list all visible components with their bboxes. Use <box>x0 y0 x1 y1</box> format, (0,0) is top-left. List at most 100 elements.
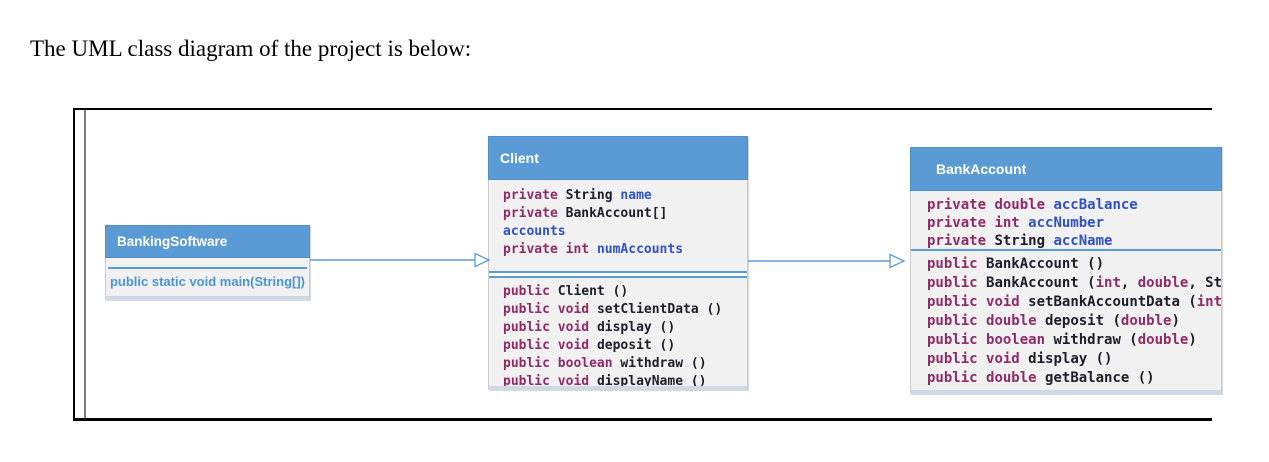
class-name: BankAccount <box>936 161 1027 177</box>
member-token: withdraw () <box>620 356 707 371</box>
member-token: public <box>503 284 558 299</box>
member-token: public <box>503 374 558 389</box>
member-line: public boolean withdraw (double) <box>927 331 1221 350</box>
member-token: void <box>557 320 597 335</box>
methods-compartment: public Client ()public void setClientDat… <box>489 278 747 386</box>
member-line: private int accNumber <box>927 214 1221 232</box>
member-token: double <box>986 370 1046 386</box>
page-title: The UML class diagram of the project is … <box>30 36 472 61</box>
member-token: name <box>620 188 652 203</box>
member-token: private <box>503 242 566 257</box>
member-line: public void setClientData () <box>503 301 747 319</box>
compartment-separator <box>911 249 1221 251</box>
member-token: deposit () <box>596 338 676 353</box>
member-token: getBalance () <box>1045 370 1155 386</box>
member-token: public <box>503 356 558 371</box>
member-token: public <box>503 338 558 353</box>
member-token: void <box>557 374 597 389</box>
member-line: public void display () <box>927 350 1221 369</box>
member-token: void <box>986 294 1029 310</box>
member-line: public double deposit (double) <box>927 312 1221 331</box>
methods-compartment: public BankAccount ()public BankAccount … <box>911 251 1221 390</box>
member-token: ) <box>1171 313 1180 329</box>
member-token: int <box>565 242 597 257</box>
compartment-separator <box>108 267 307 269</box>
open-triangle-arrowhead-icon <box>889 253 906 269</box>
member-line: private BankAccount[] <box>503 205 747 223</box>
member-token: private <box>503 206 566 221</box>
member-token: private <box>927 215 995 231</box>
member-token: accounts <box>503 224 566 239</box>
class-header: BankAccount <box>910 147 1222 191</box>
diagram-frame <box>73 108 1212 421</box>
member-token: String <box>994 233 1054 249</box>
member-token: double <box>1137 275 1189 291</box>
member-token: double <box>1120 313 1172 329</box>
member-token: accNumber <box>1028 215 1105 231</box>
member-line: public BankAccount (int, double, St <box>927 274 1221 293</box>
member-token: public <box>927 332 987 348</box>
class-body: public static void main(String[]) <box>105 258 310 300</box>
member-token: private <box>503 188 566 203</box>
member-token: void <box>557 302 597 317</box>
member-token: display () <box>1028 351 1113 367</box>
member-line: private String accName <box>927 232 1221 250</box>
member-line: public void setBankAccountData (int <box>927 293 1221 312</box>
class-name: BankingSoftware <box>117 234 228 249</box>
member-line: public void deposit () <box>503 337 747 355</box>
member-token: public <box>927 275 987 291</box>
member-token: BankAccount[] <box>565 206 668 221</box>
member-line: private String name <box>503 187 747 205</box>
member-token: int <box>1196 294 1222 310</box>
member-token: int <box>1095 275 1121 291</box>
compartment-separator <box>489 271 747 278</box>
member-line: accounts <box>503 223 747 241</box>
member-line: public void display () <box>503 319 747 337</box>
member-token: display () <box>596 320 676 335</box>
member-line: public static void main(String[]) <box>109 274 305 289</box>
member-token: , St <box>1188 275 1222 291</box>
member-token: private <box>927 233 995 249</box>
member-token: accName <box>1053 233 1113 249</box>
member-token: int <box>994 215 1029 231</box>
frame-inner-gray-line <box>84 110 86 418</box>
member-token: double <box>994 197 1054 213</box>
member-token: deposit ( <box>1045 313 1121 329</box>
member-line: public boolean withdraw () <box>503 355 747 373</box>
member-token: public <box>503 302 558 317</box>
member-token: BankAccount ( <box>986 275 1096 291</box>
member-token: displayName () <box>596 374 707 389</box>
member-token: BankAccount () <box>986 256 1105 272</box>
member-line: private double accBalance <box>927 196 1221 214</box>
member-token: public <box>927 351 987 367</box>
member-token: numAccounts <box>596 242 684 257</box>
member-token: ) <box>1188 332 1197 348</box>
open-triangle-arrowhead-icon <box>474 252 491 268</box>
member-line: private int numAccounts <box>503 241 747 259</box>
class-banking-software: BankingSoftware public static void main(S… <box>105 225 310 300</box>
class-header: BankingSoftware <box>105 225 310 258</box>
member-token: public <box>927 370 987 386</box>
member-token: setClientData () <box>596 302 723 317</box>
member-line: public Client () <box>503 283 747 301</box>
member-token: private <box>927 197 995 213</box>
class-name: Client <box>500 150 539 166</box>
member-token: double <box>1137 332 1189 348</box>
member-token: , <box>1120 275 1138 291</box>
member-token: public <box>503 320 558 335</box>
member-token: public <box>927 313 987 329</box>
member-token: boolean <box>986 332 1054 348</box>
member-line: public BankAccount () <box>927 255 1221 274</box>
member-token: void <box>986 351 1029 367</box>
class-header: Client <box>488 136 748 180</box>
member-token: setBankAccountData ( <box>1028 294 1197 310</box>
member-line: public void displayName () <box>503 373 747 389</box>
member-token: Client () <box>557 284 629 299</box>
